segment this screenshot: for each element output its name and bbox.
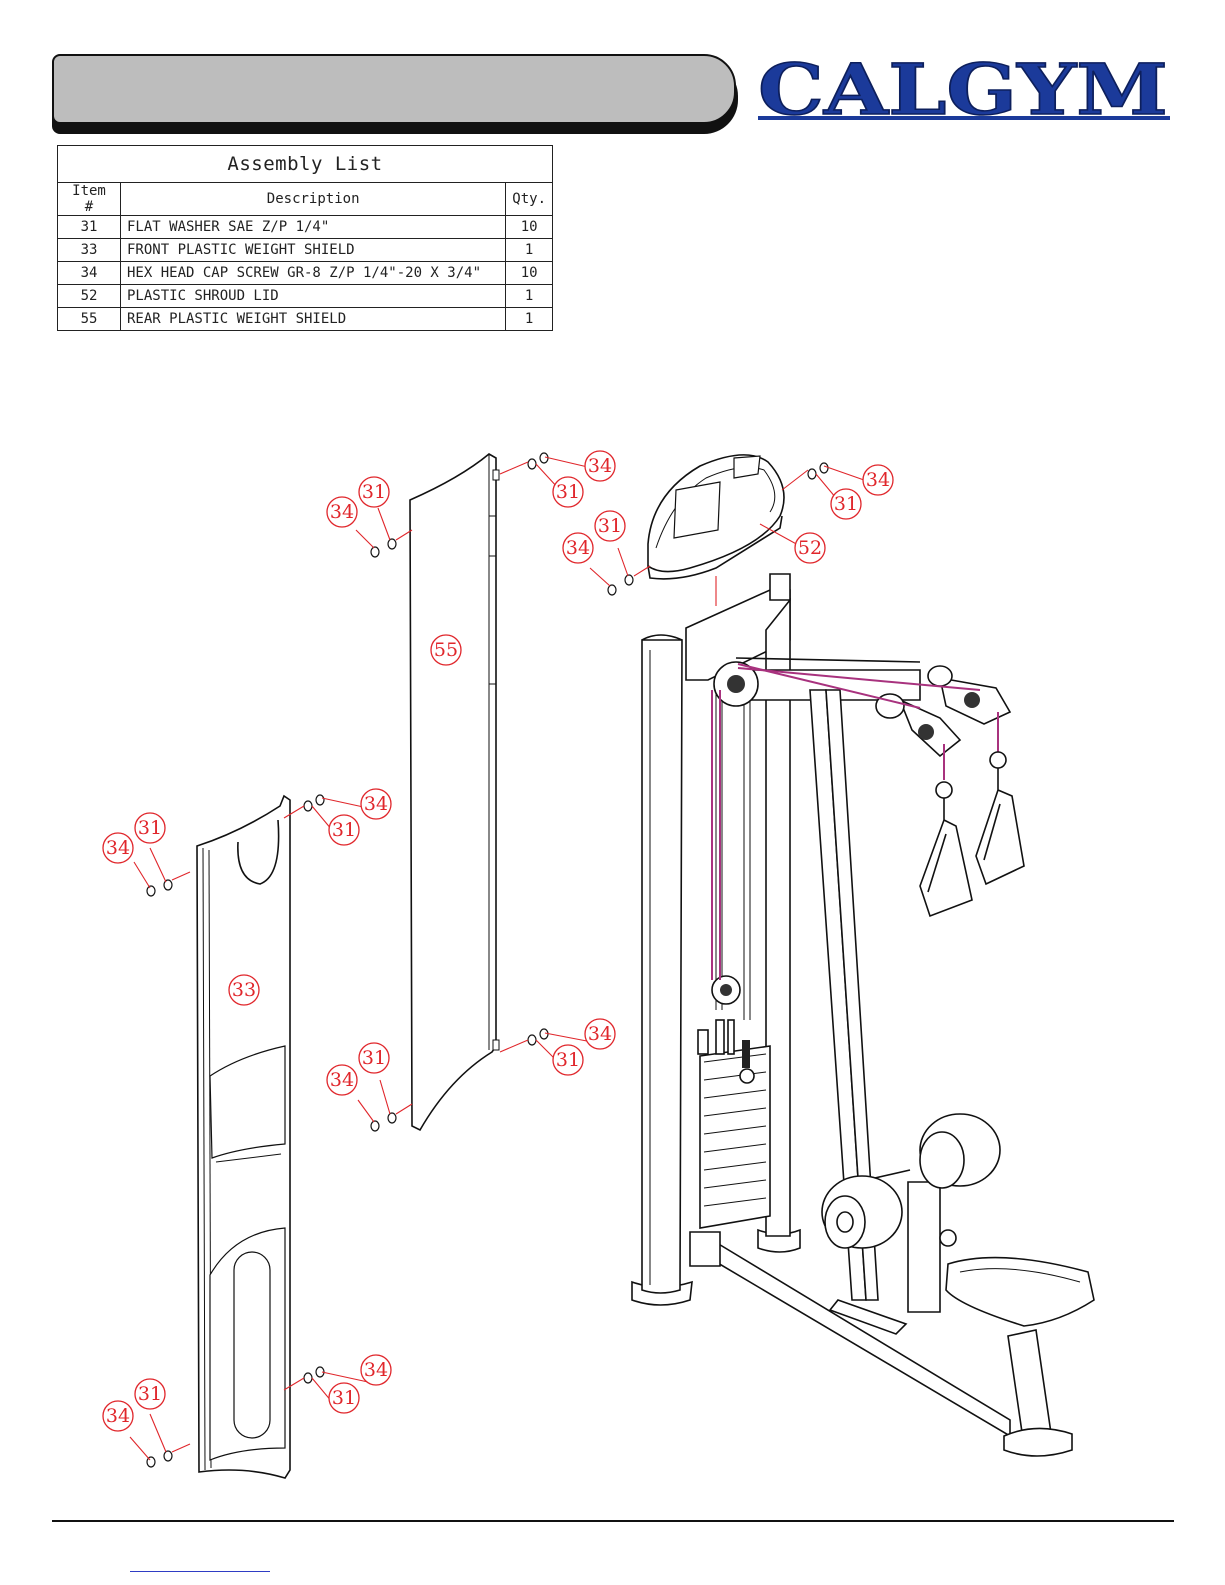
callout-washer: 31 — [359, 1043, 389, 1073]
callout-number: 55 — [434, 639, 458, 661]
callout-screw: 34 — [103, 833, 133, 863]
callout-number: 33 — [232, 979, 256, 1001]
gym-machine-frame — [632, 574, 1094, 1456]
callout-number: 31 — [834, 493, 858, 515]
callout-washer: 31 — [553, 477, 583, 507]
callout-screw: 34 — [103, 1401, 133, 1431]
callout-front_shield: 33 — [229, 975, 259, 1005]
callout-washer: 31 — [595, 511, 625, 541]
callout-washer: 31 — [135, 1379, 165, 1409]
plastic-shroud-lid — [648, 455, 784, 579]
callout-number: 52 — [798, 537, 822, 559]
callout-screw: 34 — [585, 451, 615, 481]
footer-link-underline — [130, 1571, 270, 1572]
callout-number: 34 — [106, 1405, 130, 1427]
callout-number: 34 — [588, 455, 612, 477]
callout-number: 31 — [362, 481, 386, 503]
callout-shroud_lid: 52 — [795, 533, 825, 563]
callout-number: 34 — [364, 1359, 388, 1381]
callout-number: 31 — [332, 819, 356, 841]
callout-number: 31 — [332, 1387, 356, 1409]
callout-number: 31 — [556, 1049, 580, 1071]
callout-screw: 34 — [863, 465, 893, 495]
callout-number: 34 — [866, 469, 890, 491]
callout-screw: 34 — [585, 1019, 615, 1049]
callout-number: 34 — [106, 837, 130, 859]
footer-rule — [52, 1520, 1174, 1522]
callout-screw: 34 — [361, 1355, 391, 1385]
callout-washer: 31 — [329, 1383, 359, 1413]
callout-number: 34 — [588, 1023, 612, 1045]
callout-number: 31 — [598, 515, 622, 537]
callout-rear_shield: 55 — [431, 635, 461, 665]
callout-number: 34 — [364, 793, 388, 815]
callout-washer: 31 — [553, 1045, 583, 1075]
callout-number: 31 — [556, 481, 580, 503]
rear-plastic-weight-shield — [410, 454, 499, 1130]
callout-number: 34 — [330, 1069, 354, 1091]
callout-washer: 31 — [329, 815, 359, 845]
callout-screw: 34 — [563, 533, 593, 563]
callout-number: 31 — [362, 1047, 386, 1069]
callout-washer: 31 — [135, 813, 165, 843]
callout-number: 34 — [566, 537, 590, 559]
callout-screw: 34 — [361, 789, 391, 819]
callout-washer: 31 — [359, 477, 389, 507]
callout-screw: 34 — [327, 1065, 357, 1095]
callout-screw: 34 — [327, 497, 357, 527]
front-plastic-weight-shield — [197, 796, 290, 1478]
callout-number: 34 — [330, 501, 354, 523]
callout-number: 31 — [138, 1383, 162, 1405]
callout-number: 31 — [138, 817, 162, 839]
callout-washer: 31 — [831, 489, 861, 519]
